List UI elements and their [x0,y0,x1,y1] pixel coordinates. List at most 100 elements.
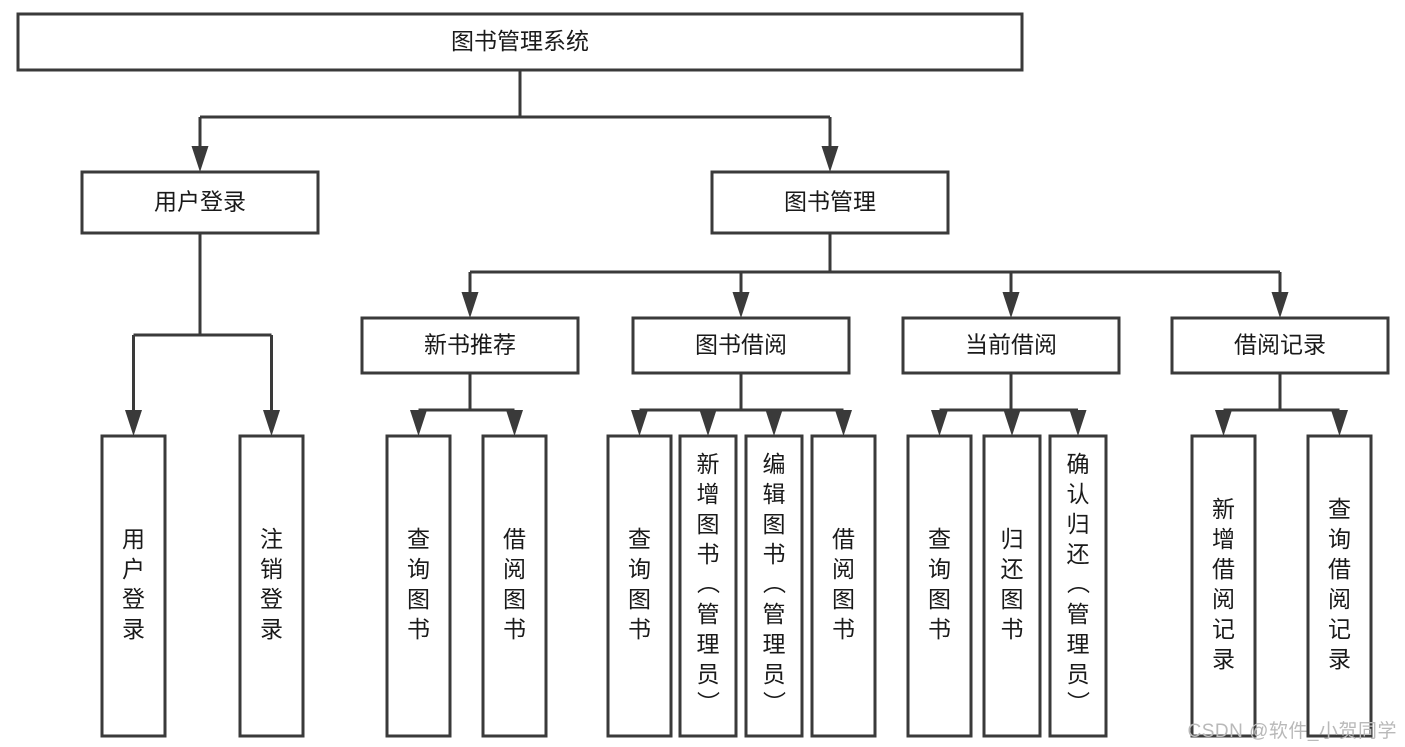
connector-group-user-login [125,233,280,436]
node-box[interactable] [678,434,738,738]
node-label-char: ） [697,691,721,717]
node-label-char: 图 [928,586,951,612]
arrow-head-icon [1069,410,1087,436]
node-label-char: 员 [763,661,786,687]
node-box[interactable] [744,434,804,738]
connector-group-new-book-recommend [410,373,523,436]
node-box[interactable] [606,434,673,738]
connector-group-current-borrow [931,373,1087,436]
node-label: 借阅图书 [832,526,855,642]
node-box[interactable] [360,316,580,375]
connector-group-book-borrow [631,373,852,436]
node-label-char: 管 [1067,601,1090,627]
node-label: 新书推荐 [424,332,516,358]
node-label-char: 书 [832,616,855,642]
node-box[interactable] [1190,434,1257,738]
node-label-char: 图 [628,586,651,612]
node-label-char: 记 [1328,616,1351,642]
node-box[interactable] [810,434,877,738]
node-label-char: 图 [763,511,786,537]
node-leaf-return-book[interactable]: 归还图书 [982,434,1042,738]
node-label: 用户登录 [122,526,145,642]
node-box[interactable] [1048,434,1108,738]
node-label-char: 书 [628,616,651,642]
arrow-head-icon [1331,410,1348,436]
arrow-head-icon [191,146,209,172]
node-label-char: 书 [1001,616,1024,642]
node-leaf-query-book-borrow[interactable]: 查询图书 [606,434,673,738]
node-box[interactable] [481,434,548,738]
node-leaf-add-borrow-record[interactable]: 新增借阅记录 [1190,434,1257,738]
node-label-char: 查 [628,526,651,552]
node-current-borrow[interactable]: 当前借阅 [901,316,1121,375]
node-leaf-edit-book-admin[interactable]: 编辑图书（管理员） [744,434,804,738]
node-label: 图书管理系统 [451,28,589,54]
node-label: 当前借阅 [965,332,1057,358]
node-label-char: 登 [122,586,145,612]
node-label-char: 新 [1212,496,1235,522]
node-label-char: 录 [122,616,145,642]
connector-group-root [191,70,839,172]
node-label-char: 户 [122,556,145,582]
node-box[interactable] [16,12,1024,72]
node-label-char: （ [763,571,787,597]
node-box[interactable] [385,434,452,738]
arrow-head-icon [410,410,427,436]
node-leaf-user-login[interactable]: 用户登录 [100,434,167,738]
node-label-char: 员 [1067,661,1090,687]
node-label-char: 记 [1212,616,1235,642]
node-leaf-confirm-return-admin[interactable]: 确认归还（管理员） [1048,434,1108,738]
node-leaf-user-logout[interactable]: 注销登录 [238,434,305,738]
node-leaf-query-book-current[interactable]: 查询图书 [906,434,973,738]
node-box[interactable] [1170,316,1390,375]
node-label-char: 查 [407,526,430,552]
node-box[interactable] [901,316,1121,375]
node-label-char: 录 [1328,646,1351,672]
node-root[interactable]: 图书管理系统 [16,12,1024,72]
node-label-char: 确 [1067,451,1090,477]
node-label-char: ） [763,691,787,717]
node-box[interactable] [1306,434,1373,738]
node-label: 用户登录 [154,189,246,215]
csdn-watermark: CSDN @软件_小贺同学 [1187,721,1397,742]
node-label-char: 借 [503,526,526,552]
node-leaf-borrow-book[interactable]: 借阅图书 [810,434,877,738]
node-borrow-record[interactable]: 借阅记录 [1170,316,1390,375]
node-label: 图书管理 [784,189,876,215]
node-leaf-borrow-book-recommend[interactable]: 借阅图书 [481,434,548,738]
node-label-char: 归 [1001,526,1024,552]
node-box[interactable] [631,316,851,375]
node-label-char: 销 [260,556,283,582]
node-label: 新增图书（管理员） [697,451,721,717]
node-book-manage[interactable]: 图书管理 [710,170,950,235]
node-label-char: 辑 [763,481,786,507]
node-box[interactable] [238,434,305,738]
node-label-char: 注 [260,526,283,552]
node-leaf-add-book-admin[interactable]: 新增图书（管理员） [678,434,738,738]
arrow-head-icon [263,410,280,436]
node-label-char: 图 [697,511,720,537]
node-label-char: 查 [1328,496,1351,522]
node-box[interactable] [982,434,1042,738]
node-leaf-query-borrow-record[interactable]: 查询借阅记录 [1306,434,1373,738]
connector-layer [125,70,1348,436]
node-label-char: （ [1067,571,1091,597]
node-label-char: 询 [928,556,951,582]
node-label-char: 登 [260,586,283,612]
node-book-borrow[interactable]: 图书借阅 [631,316,851,375]
node-box[interactable] [80,170,320,235]
node-leaf-query-book-recommend[interactable]: 查询图书 [385,434,452,738]
node-box[interactable] [100,434,167,738]
node-label-char: 图 [407,586,430,612]
node-user-login[interactable]: 用户登录 [80,170,320,235]
node-box[interactable] [710,170,950,235]
node-new-book-recommend[interactable]: 新书推荐 [360,316,580,375]
node-label: 确认归还（管理员） [1067,451,1091,717]
node-label-char: 管 [697,601,720,627]
arrow-head-icon [821,146,839,172]
node-label-char: 认 [1067,481,1090,507]
node-label-char: 录 [1212,646,1235,672]
node-label-char: 编 [763,451,786,477]
node-box[interactable] [906,434,973,738]
